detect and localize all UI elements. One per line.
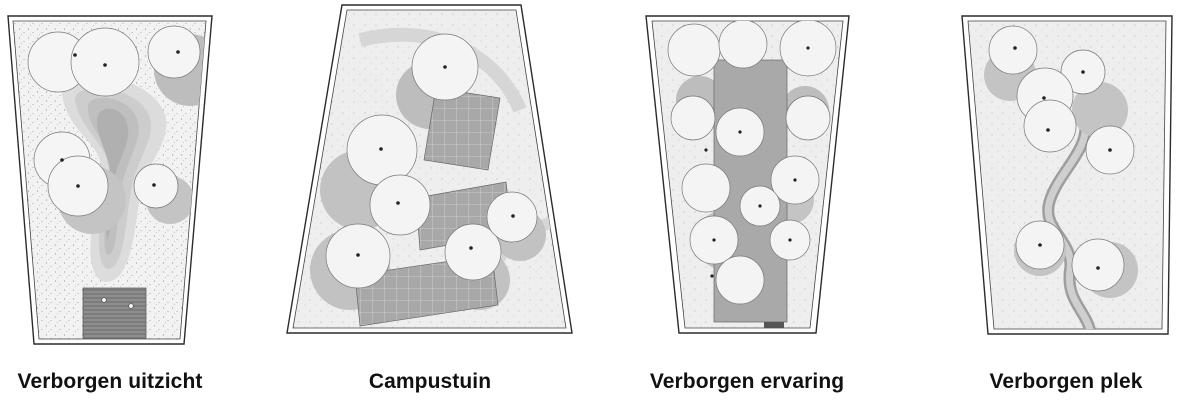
caption-verborgen-ervaring: Verborgen ervaring: [649, 370, 845, 393]
plan-verborgen-ervaring: [645, 15, 850, 334]
plan-campustuin: [286, 4, 573, 334]
caption-verborgen-uitzicht: Verborgen uitzicht: [17, 370, 203, 393]
caption-verborgen-plek: Verborgen plek: [989, 370, 1143, 393]
plan-verborgen-uitzicht: [7, 15, 213, 345]
plan-verborgen-plek: [961, 15, 1173, 335]
caption-campustuin: Campustuin: [368, 370, 492, 393]
